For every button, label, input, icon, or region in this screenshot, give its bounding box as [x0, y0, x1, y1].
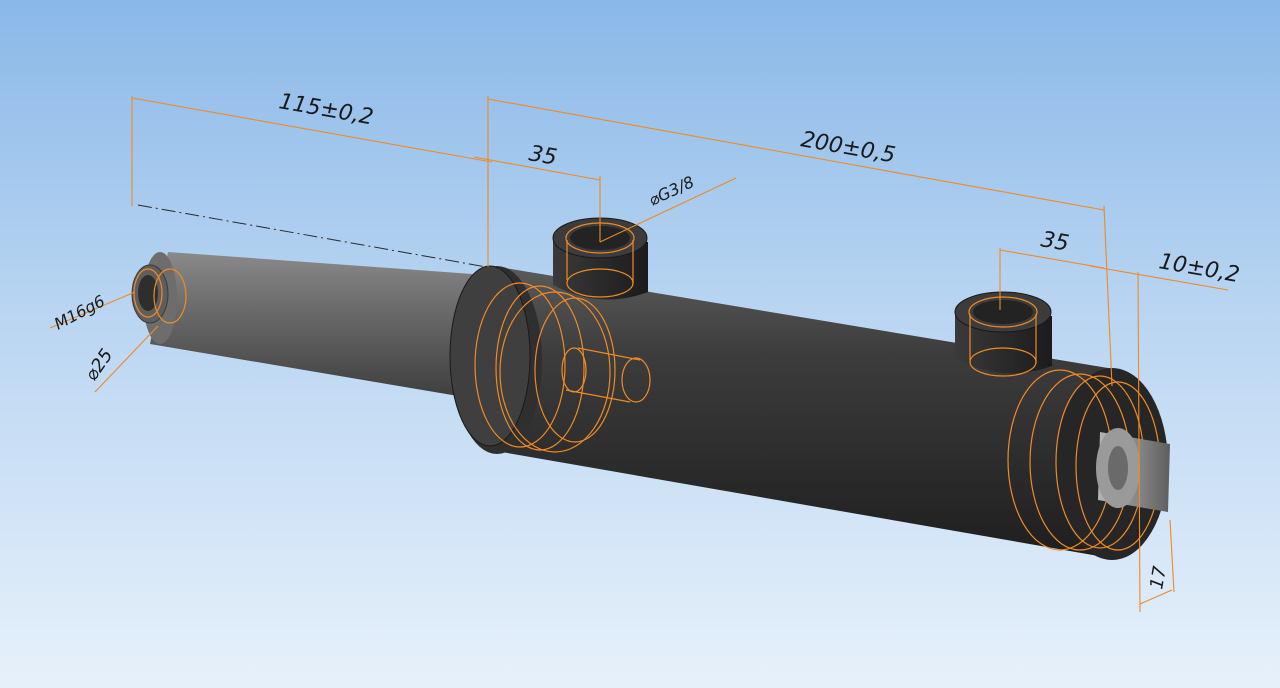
dimension-lines: [49, 96, 1229, 613]
piston-rod[interactable]: [131, 252, 500, 398]
mounting-eye[interactable]: [1096, 428, 1170, 512]
cylinder-body[interactable]: [449, 265, 1168, 560]
dim-label-200: 200±0,5: [799, 127, 897, 168]
pin-hole: [561, 347, 651, 403]
dim-label-35-right: 35: [1039, 227, 1071, 256]
dim-label-d25: ⌀25: [81, 345, 118, 385]
dim-label-10: 10±0,2: [1157, 249, 1242, 288]
dim-label-17: 17: [1146, 564, 1171, 591]
dim-label-115: 115±0,2: [277, 89, 375, 130]
dim-label-35-left: 35: [527, 141, 559, 170]
dim-label-m16: M16g6: [51, 291, 108, 333]
port-right[interactable]: [954, 291, 1052, 377]
dim-label-g38: ⌀G3/8: [646, 172, 697, 209]
